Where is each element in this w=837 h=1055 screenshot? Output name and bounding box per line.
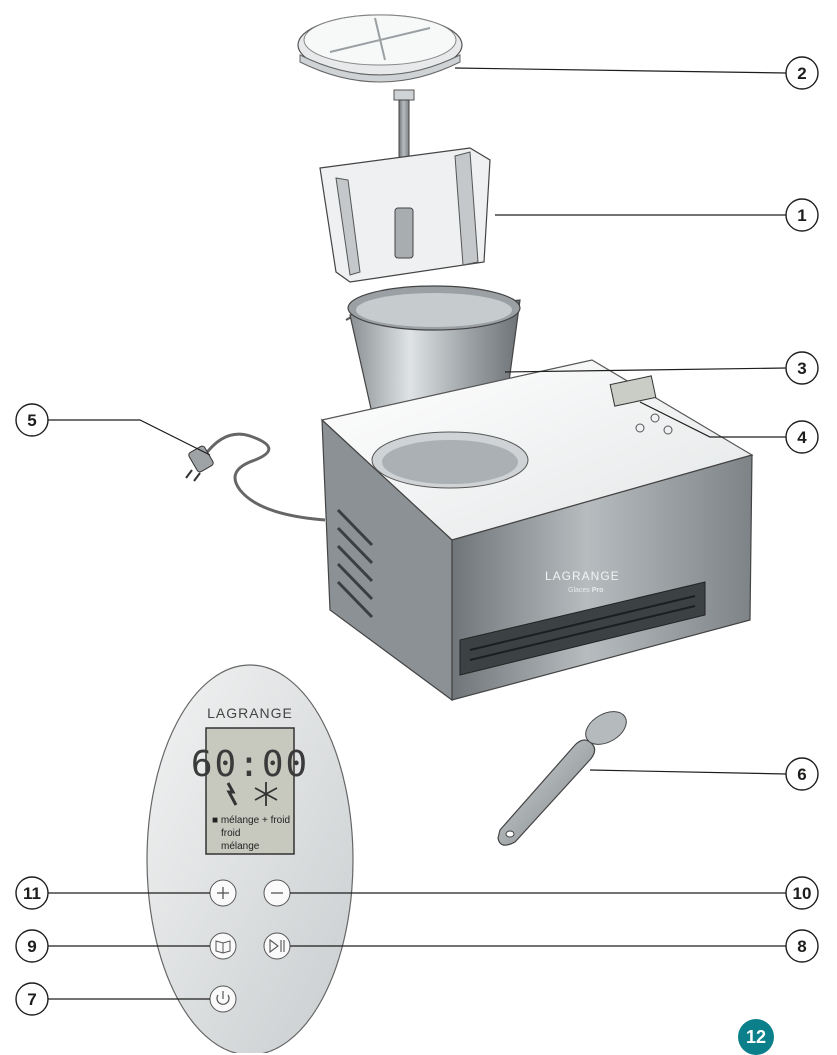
svg-text:11: 11 <box>23 884 41 903</box>
power-button[interactable] <box>209 985 237 1013</box>
panel-brand: LAGRANGE <box>207 705 293 721</box>
control-panel: LAGRANGE 60:00 ■ mélange + froid froid m… <box>146 664 354 1053</box>
callout-11: 11 <box>15 876 49 910</box>
play-pause-button[interactable] <box>263 932 291 960</box>
callout-3: 3 <box>785 351 819 385</box>
svg-text:7: 7 <box>27 990 36 1009</box>
svg-text:1: 1 <box>797 206 806 225</box>
lcd-mode-mix-cold: ■ mélange + froid <box>212 815 290 826</box>
machine-model-prefix: Glaces <box>568 587 592 594</box>
lcd-mode-mix: mélange <box>221 841 260 852</box>
svg-text:5: 5 <box>27 411 36 430</box>
recipe-button[interactable] <box>209 932 237 960</box>
callout-8: 8 <box>785 929 819 963</box>
svg-text:8: 8 <box>797 937 806 956</box>
paddle <box>319 89 491 283</box>
svg-text:3: 3 <box>797 359 806 378</box>
callout-4: 4 <box>785 420 819 454</box>
callout-2: 2 <box>785 56 819 90</box>
play-pause-icon <box>269 938 285 954</box>
leader-lines <box>48 67 787 1000</box>
lcd-display <box>205 727 295 855</box>
lid <box>297 14 463 83</box>
snowflake-icon <box>254 782 278 806</box>
svg-text:Glaces Pro: Glaces Pro <box>568 587 603 594</box>
lcd-time: 60:00 <box>191 744 309 785</box>
ice-cream-scoop <box>497 711 627 846</box>
callout-10: 10 <box>785 876 819 910</box>
svg-text:2: 2 <box>797 64 806 83</box>
page-number-badge: 12 <box>738 1019 774 1055</box>
machine-body: LAGRANGE Glaces Pro <box>320 359 754 702</box>
callout-1: 1 <box>785 198 819 232</box>
book-icon <box>215 940 231 954</box>
callout-7: 7 <box>15 982 49 1016</box>
callout-9: 9 <box>15 929 49 963</box>
svg-text:4: 4 <box>797 428 807 447</box>
plus-button[interactable] <box>209 879 237 907</box>
callout-6: 6 <box>785 757 819 791</box>
machine-model-suffix: Pro <box>592 587 604 594</box>
svg-text:6: 6 <box>797 765 806 784</box>
lcd-mode-cold: froid <box>221 828 240 839</box>
mix-icon <box>226 782 238 806</box>
svg-text:10: 10 <box>793 884 812 903</box>
machine-brand: LAGRANGE <box>545 569 620 583</box>
minus-button[interactable] <box>263 879 291 907</box>
power-icon <box>216 991 230 1005</box>
callout-5: 5 <box>15 403 49 437</box>
svg-text:9: 9 <box>27 937 36 956</box>
plus-icon <box>217 887 229 899</box>
power-cord <box>185 432 326 522</box>
